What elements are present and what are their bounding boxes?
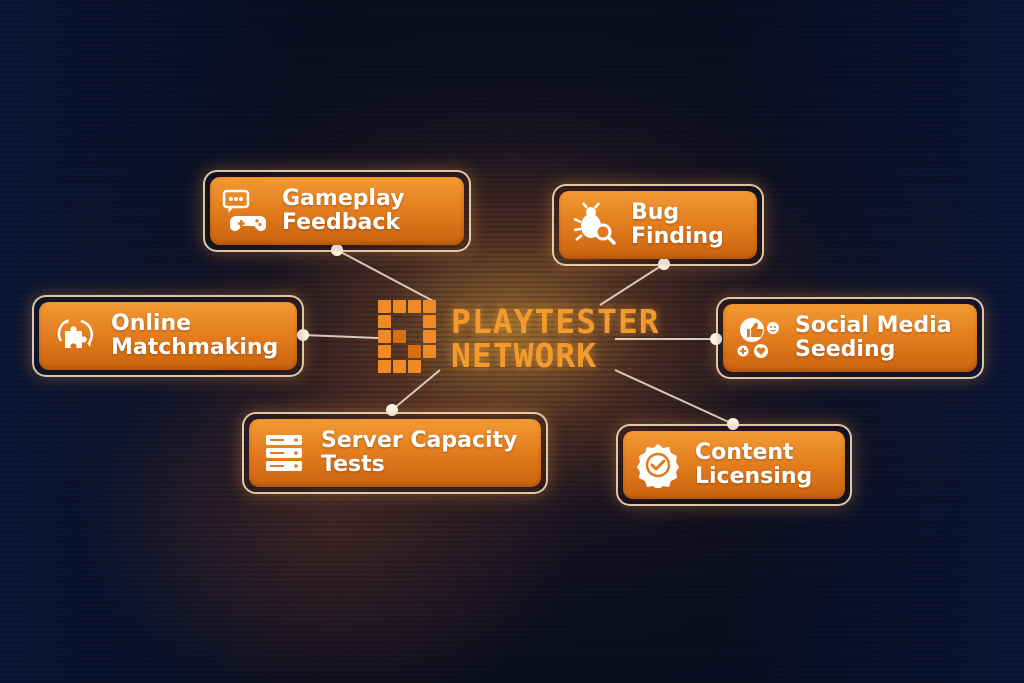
node-gameplay-feedback: Gameplay Feedback — [203, 170, 471, 252]
playtester-network-logo: PLAYTESTER NETWORK — [376, 298, 686, 380]
node-label: Gameplay Feedback — [282, 186, 405, 235]
server-rack-icon — [261, 430, 307, 476]
connector-content-licensing — [614, 369, 734, 425]
connector-bug-finding — [599, 263, 665, 306]
node-label: Online Matchmaking — [111, 311, 279, 360]
logo-text-line1: PLAYTESTER — [451, 302, 660, 341]
social-reactions-icon — [735, 315, 781, 361]
puzzle-arrows-icon — [51, 313, 97, 359]
logo-mark-icon — [378, 300, 436, 373]
node-online-matchmaking: Online Matchmaking — [32, 295, 304, 377]
node-bug-finding: Bug Finding — [552, 184, 764, 266]
node-label: Server Capacity Tests — [321, 428, 518, 477]
chat-gamepad-icon — [222, 188, 268, 234]
connector-online-matchmaking — [302, 334, 379, 339]
connector-server-capacity-tests — [391, 369, 441, 411]
logo-text-line2: NETWORK — [451, 336, 598, 375]
node-social-media-seeding: Social Media Seeding — [716, 297, 984, 379]
connector-gameplay-feedback — [336, 249, 436, 303]
node-server-capacity-tests: Server Capacity Tests — [242, 412, 548, 494]
bug-search-icon — [571, 202, 617, 248]
node-label: Content Licensing — [695, 440, 813, 489]
node-label: Social Media Seeding — [795, 313, 952, 362]
node-content-licensing: Content Licensing — [616, 424, 852, 506]
verified-badge-icon — [635, 442, 681, 488]
node-label: Bug Finding — [631, 200, 724, 249]
